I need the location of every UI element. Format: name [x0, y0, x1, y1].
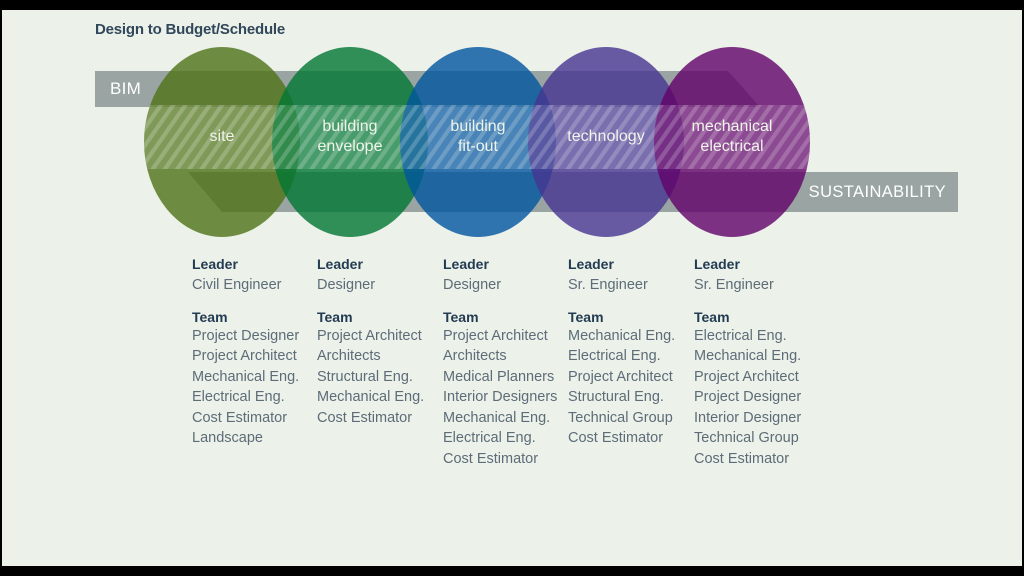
team-heading: Team — [443, 308, 479, 325]
team-member: Project Architect — [443, 327, 548, 344]
team-member: Mechanical Eng. — [694, 348, 802, 364]
team-member: Cost Estimator — [443, 450, 539, 467]
team-member: Technical Group — [568, 409, 673, 426]
team-member: Project Architect — [694, 368, 799, 385]
team-member: Architects — [317, 348, 381, 364]
circle-label-site: site — [209, 128, 235, 145]
team-column-site: Leader Civil Engineer Team Project Desig… — [192, 256, 318, 449]
team-member: Technical Group — [694, 430, 799, 446]
team-column-building-fit-out: Leader Designer Team Project Architect A… — [443, 256, 569, 469]
leader-name: Sr. Engineer — [568, 277, 648, 293]
leader-name: Designer — [443, 277, 502, 293]
team-member: Mechanical Eng. — [443, 409, 551, 426]
team-heading: Team — [317, 308, 353, 325]
leader-heading: Leader — [192, 256, 238, 272]
team-member: Mechanical Eng. — [317, 389, 425, 405]
team-heading: Team — [694, 308, 730, 325]
team-member: Cost Estimator — [317, 409, 413, 426]
circle-label-technology: technology — [567, 128, 645, 145]
leader-name: Civil Engineer — [192, 277, 282, 293]
team-member: Electrical Eng. — [192, 389, 285, 405]
team-column-technology: Leader Sr. Engineer Team Mechanical Eng.… — [568, 256, 694, 449]
hatch-band — [144, 105, 810, 169]
team-heading: Team — [568, 308, 604, 325]
leader-heading: Leader — [694, 256, 740, 272]
team-member: Structural Eng. — [317, 368, 413, 385]
team-member: Electrical Eng. — [568, 348, 661, 364]
leader-name: Designer — [317, 277, 376, 293]
team-member: Project Architect — [192, 348, 297, 364]
team-member: Cost Estimator — [568, 430, 664, 446]
bim-label: BIM — [110, 79, 142, 98]
team-member: Mechanical Eng. — [192, 368, 300, 385]
team-member: Cost Estimator — [694, 450, 790, 467]
team-member: Medical Planners — [443, 368, 555, 385]
team-member: Architects — [443, 348, 507, 364]
team-member: Project Designer — [694, 389, 802, 405]
leader-heading: Leader — [568, 256, 614, 272]
team-member: Structural Eng. — [568, 389, 664, 405]
leader-heading: Leader — [443, 256, 489, 272]
team-member: Project Designer — [192, 327, 300, 344]
team-member: Mechanical Eng. — [568, 327, 676, 344]
team-column-building-envelope: Leader Designer Team Project Architect A… — [317, 256, 443, 428]
circle-label-building-envelope: building envelope — [317, 118, 383, 155]
leader-name: Sr. Engineer — [694, 277, 774, 293]
team-member: Interior Designer — [694, 409, 802, 426]
team-column-mechanical-electrical: Leader Sr. Engineer Team Electrical Eng.… — [694, 256, 820, 469]
team-member: Project Architect — [317, 327, 422, 344]
team-member: Landscape — [192, 430, 263, 446]
team-member: Project Architect — [568, 368, 673, 385]
team-member: Interior Designers — [443, 389, 558, 405]
team-member: Electrical Eng. — [694, 327, 787, 344]
team-member: Electrical Eng. — [443, 430, 536, 446]
circle-label-building-fit-out: building fit-out — [450, 118, 506, 155]
circle-label-mechanical-electrical: mechanical electrical — [691, 118, 773, 155]
team-member: Cost Estimator — [192, 409, 288, 426]
slide-title: Design to Budget/Schedule — [95, 21, 286, 38]
team-heading: Team — [192, 308, 228, 325]
sustainability-label: SUSTAINABILITY — [808, 183, 946, 201]
leader-heading: Leader — [317, 256, 363, 272]
